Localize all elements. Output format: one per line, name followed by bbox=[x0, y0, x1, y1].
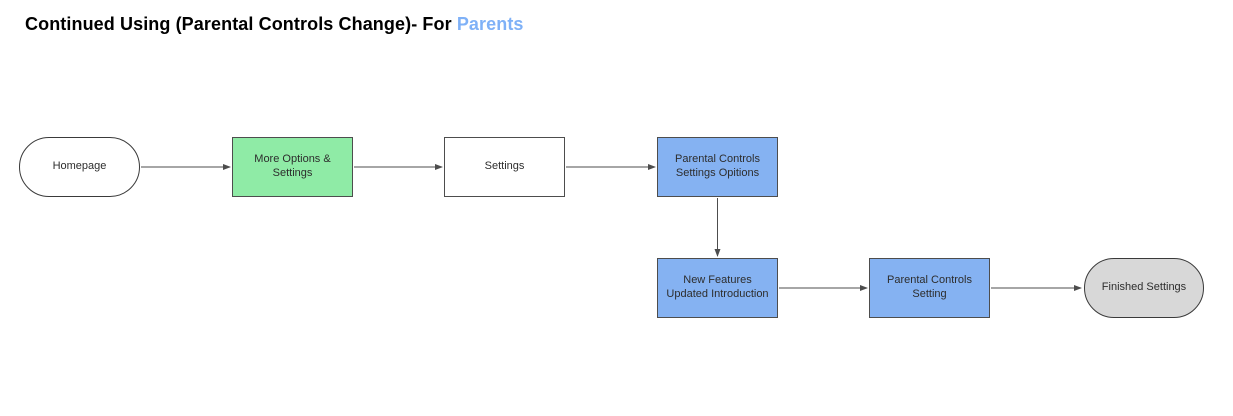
page-title: Continued Using (Parental Controls Chang… bbox=[25, 14, 524, 35]
flow-node-parental-controls-settings-opitions: Parental Controls Settings Opitions bbox=[657, 137, 778, 197]
node-label: New Features Updated Introduction bbox=[666, 274, 769, 300]
flow-node-homepage: Homepage bbox=[19, 137, 140, 197]
flow-node-more-options-settings: More Options & Settings bbox=[232, 137, 353, 197]
node-label: Homepage bbox=[52, 160, 107, 173]
node-label: More Options & Settings bbox=[254, 153, 331, 179]
flow-node-settings: Settings bbox=[444, 137, 565, 197]
flow-node-new-features-updated-introduction: New Features Updated Introduction bbox=[657, 258, 778, 318]
flow-node-parental-controls-setting: Parental Controls Setting bbox=[869, 258, 990, 318]
page-title-text: Continued Using (Parental Controls Chang… bbox=[25, 14, 457, 34]
node-label: Parental Controls Settings Opitions bbox=[675, 153, 760, 179]
page-title-highlight: Parents bbox=[456, 14, 524, 34]
node-label: Settings bbox=[484, 160, 525, 173]
node-label: Finished Settings bbox=[1101, 281, 1187, 294]
flow-node-finished-settings: Finished Settings bbox=[1084, 258, 1204, 318]
node-label: Parental Controls Setting bbox=[887, 274, 972, 300]
